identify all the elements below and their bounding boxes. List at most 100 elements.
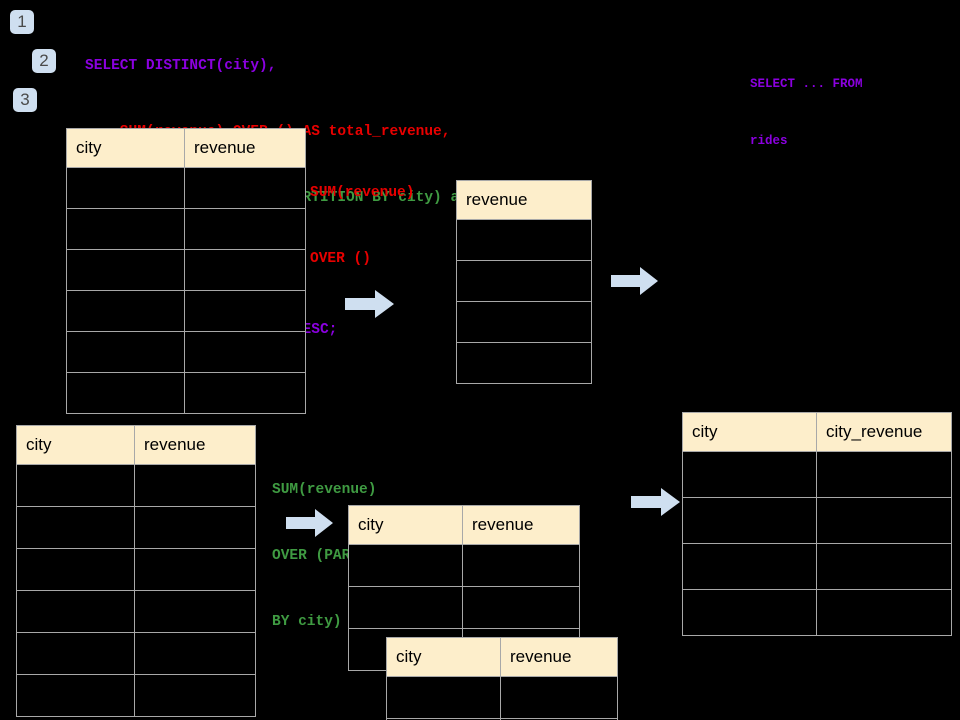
cell-revenue xyxy=(134,632,256,675)
cell-city-revenue xyxy=(816,497,952,544)
column-header-city-revenue: city_revenue xyxy=(816,412,952,452)
annotation-sum-over-empty: SUM(revenue) OVER () xyxy=(310,138,414,314)
cell-revenue xyxy=(184,372,306,414)
table-row xyxy=(348,586,580,629)
cell-revenue xyxy=(456,342,592,384)
annotation-sum-over-partition-line3: BY city) xyxy=(272,614,342,630)
table-row xyxy=(16,506,256,549)
cell-revenue xyxy=(462,586,580,629)
cell-city xyxy=(16,632,135,675)
cell-revenue xyxy=(184,208,306,250)
cell-revenue xyxy=(134,674,256,717)
cell-revenue xyxy=(184,290,306,332)
arrow-source-to-total xyxy=(345,289,395,319)
cell-city xyxy=(682,497,817,544)
annotation-select-from-line2: rides xyxy=(750,134,788,148)
table-row xyxy=(386,676,618,719)
cell-revenue xyxy=(134,590,256,633)
cell-revenue xyxy=(134,506,256,549)
table-header-row: city revenue xyxy=(16,425,256,465)
table-row xyxy=(66,372,306,414)
step-badge-2: 2 xyxy=(32,49,56,73)
cell-city xyxy=(16,590,135,633)
table-row xyxy=(16,464,256,507)
cell-city xyxy=(66,208,185,250)
cell-city xyxy=(66,167,185,209)
table-row xyxy=(16,674,256,717)
column-header-revenue: revenue xyxy=(456,180,592,220)
cell-city xyxy=(66,372,185,414)
cell-city xyxy=(16,464,135,507)
table-row xyxy=(66,167,306,209)
cell-city xyxy=(682,589,817,636)
cell-city xyxy=(16,506,135,549)
cell-city xyxy=(348,544,463,587)
table-header-row: city revenue xyxy=(386,637,618,677)
cell-city xyxy=(682,543,817,590)
cell-city-revenue xyxy=(816,543,952,590)
cell-city xyxy=(66,249,185,291)
column-header-city: city xyxy=(66,128,185,168)
column-header-revenue: revenue xyxy=(184,128,306,168)
cell-city xyxy=(16,548,135,591)
cell-city-revenue xyxy=(816,451,952,498)
table-row xyxy=(66,331,306,373)
table-header-row: city revenue xyxy=(348,505,580,545)
arrow-right-icon xyxy=(631,488,680,516)
cell-revenue xyxy=(184,331,306,373)
column-header-city: city xyxy=(16,425,135,465)
table-row xyxy=(66,290,306,332)
sql-line-1: SELECT DISTINCT(city), xyxy=(85,58,277,74)
annotation-sum-over-empty-line1: SUM(revenue) xyxy=(310,185,415,201)
cell-city xyxy=(386,676,501,719)
column-header-revenue: revenue xyxy=(134,425,256,465)
step-badge-1: 1 xyxy=(10,10,34,34)
cell-revenue xyxy=(500,676,618,719)
table-row xyxy=(66,208,306,250)
cell-revenue xyxy=(134,548,256,591)
annotation-sum-over-partition-line1: SUM(revenue) xyxy=(272,482,377,498)
cell-revenue xyxy=(184,249,306,291)
table-row xyxy=(682,543,952,590)
table-row xyxy=(682,589,952,636)
cell-city xyxy=(16,674,135,717)
cell-revenue xyxy=(456,301,592,343)
table-source-bottom: city revenue xyxy=(16,425,256,717)
table-row xyxy=(16,590,256,633)
table-header-row: city city_revenue xyxy=(682,412,952,452)
table-row xyxy=(456,260,592,302)
table-row xyxy=(682,451,952,498)
cell-city xyxy=(348,586,463,629)
table-total-revenue: revenue xyxy=(456,180,592,384)
table-header-row: revenue xyxy=(456,180,592,220)
cell-city-revenue xyxy=(816,589,952,636)
cell-revenue xyxy=(134,464,256,507)
arrow-right-icon xyxy=(345,290,394,318)
table-result: city city_revenue xyxy=(682,412,952,636)
cell-city xyxy=(682,451,817,498)
table-row xyxy=(16,632,256,675)
table-row xyxy=(348,544,580,587)
column-header-city: city xyxy=(348,505,463,545)
arrow-right-icon xyxy=(286,509,333,537)
table-row xyxy=(386,718,618,720)
cell-revenue xyxy=(456,260,592,302)
arrow-partition-to-result xyxy=(631,487,681,517)
arrow-total-to-result xyxy=(611,266,659,296)
step-badge-3: 3 xyxy=(13,88,37,112)
table-row xyxy=(16,548,256,591)
table-source-top: city revenue xyxy=(66,128,306,414)
column-header-revenue: revenue xyxy=(462,505,580,545)
annotation-sum-over-empty-line2: OVER () xyxy=(310,251,371,267)
cell-revenue xyxy=(184,167,306,209)
annotation-select-from-line1: SELECT ... FROM xyxy=(750,77,863,91)
cell-city xyxy=(66,331,185,373)
table-row xyxy=(456,219,592,261)
table-partition-front: city revenue xyxy=(386,637,618,720)
column-header-revenue: revenue xyxy=(500,637,618,677)
annotation-select-from: SELECT ... FROM rides xyxy=(750,37,863,189)
table-row xyxy=(66,249,306,291)
column-header-city: city xyxy=(682,412,817,452)
table-row xyxy=(456,342,592,384)
table-header-row: city revenue xyxy=(66,128,306,168)
